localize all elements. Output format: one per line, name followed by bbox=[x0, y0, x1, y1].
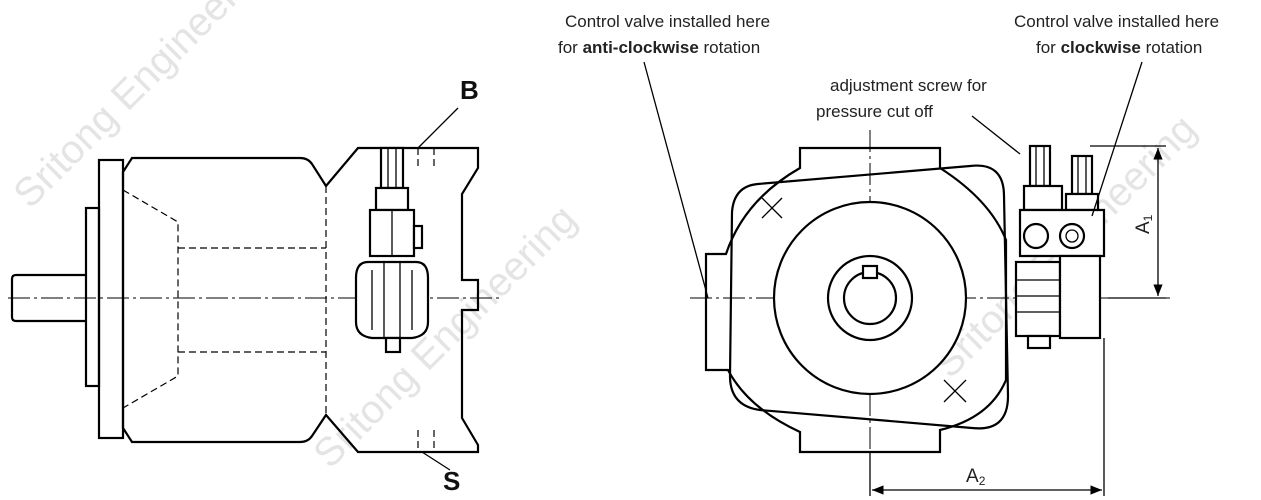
front-view: A1 A2 bbox=[643, 61, 1170, 496]
a2-label: A2 bbox=[966, 466, 986, 488]
port-s-leader bbox=[421, 451, 451, 471]
drive-shaft bbox=[10, 273, 86, 323]
clockwise-leader bbox=[1091, 61, 1143, 217]
pilot-flange bbox=[97, 158, 125, 440]
front-control-valve bbox=[1014, 144, 1106, 350]
clockwise-line2: for clockwise rotation bbox=[1036, 38, 1202, 57]
watermark-1: Sritong Engineering bbox=[5, 0, 285, 216]
front-square-flange bbox=[728, 164, 1010, 430]
anticlockwise-line1: Control valve installed here bbox=[565, 12, 770, 31]
front-housing-outline bbox=[704, 146, 1008, 454]
adjustment-line2: pressure cut off bbox=[816, 102, 933, 121]
anticlockwise-leader bbox=[643, 61, 709, 299]
pump-housing bbox=[121, 146, 480, 454]
housing-hidden-lines bbox=[122, 189, 179, 409]
bolt-cross-bottom-right bbox=[943, 379, 967, 403]
bolt-cross-top-left bbox=[761, 197, 783, 219]
port-s-label: S bbox=[443, 466, 460, 496]
side-view: B S bbox=[8, 75, 500, 496]
adjustment-line1: adjustment screw for bbox=[830, 76, 987, 95]
a1-label: A1 bbox=[1133, 214, 1155, 234]
clockwise-line1: Control valve installed here bbox=[1014, 12, 1219, 31]
shaft-key bbox=[861, 264, 879, 280]
adjustment-leader bbox=[971, 115, 1021, 155]
mounting-flange bbox=[84, 206, 101, 388]
anticlockwise-line2: for anti-clockwise rotation bbox=[558, 38, 760, 57]
annotation-anticlockwise: Control valve installed here for anti-cl… bbox=[558, 12, 770, 57]
front-pilot-circle bbox=[772, 200, 968, 396]
annotation-adjustment-screw: adjustment screw for pressure cut off bbox=[816, 76, 987, 121]
side-control-valve bbox=[354, 146, 430, 354]
annotation-clockwise: Control valve installed here for clockwi… bbox=[1014, 12, 1219, 57]
port-b-label: B bbox=[460, 75, 479, 105]
watermark-2: Sritong Engineering bbox=[305, 197, 585, 477]
port-b-leader bbox=[417, 107, 459, 149]
front-shaft-circle bbox=[826, 254, 914, 342]
